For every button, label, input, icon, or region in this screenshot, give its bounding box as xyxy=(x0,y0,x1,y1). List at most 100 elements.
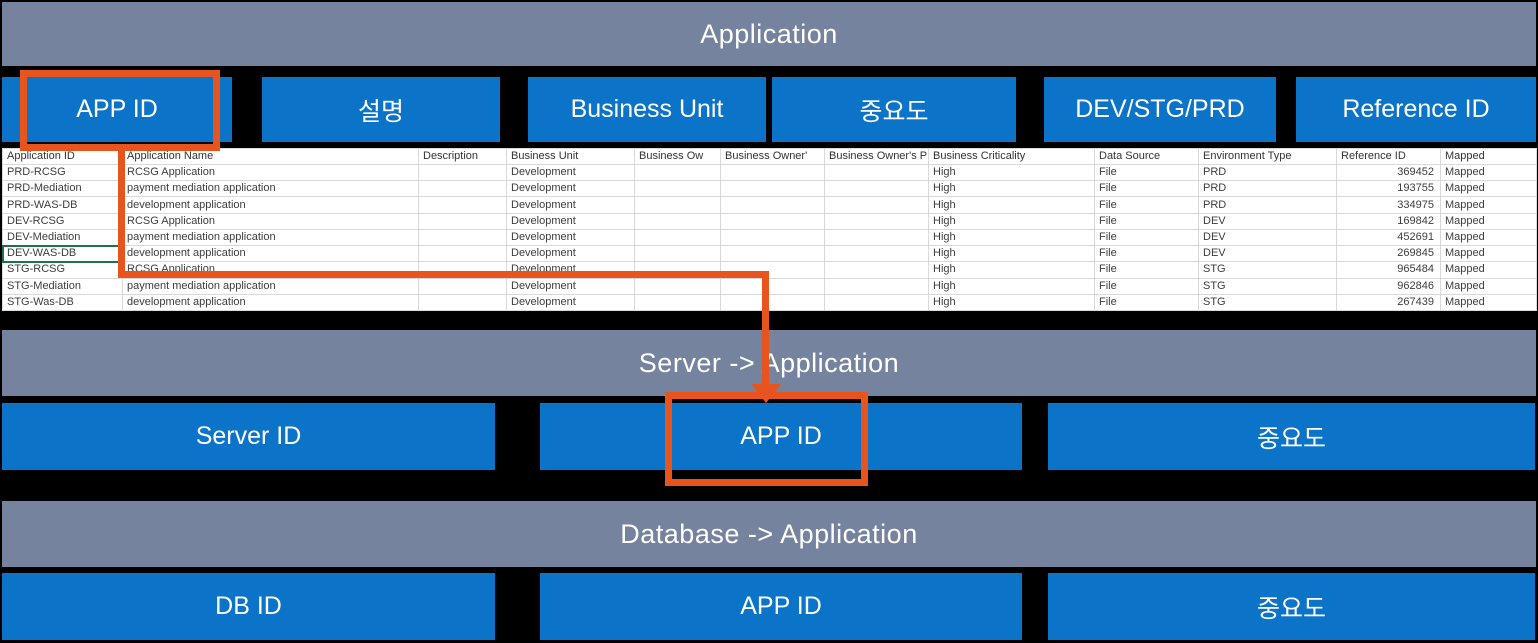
column-header: Environment Type xyxy=(1198,148,1337,165)
table-cell: PRD-Mediation xyxy=(2,180,123,198)
column-header: Business Unit xyxy=(506,148,635,165)
table-cell: STG xyxy=(1198,261,1337,279)
column-header: Data Source xyxy=(1094,148,1199,165)
table-cell xyxy=(824,277,929,295)
field-box-reference-id: Reference ID xyxy=(1296,77,1536,142)
table-cell: STG-RCSG xyxy=(2,261,123,279)
field-label: Business Unit xyxy=(570,95,724,123)
table-cell xyxy=(418,228,507,247)
field-box-server-app-id: APP ID xyxy=(540,403,1022,470)
section-bar-application: Application xyxy=(2,2,1536,66)
table-cell: payment mediation application xyxy=(122,180,419,198)
field-label: DEV/STG/PRD xyxy=(1075,95,1245,123)
field-box-server-criticality: 중요도 xyxy=(1048,403,1535,470)
table-cell: Development xyxy=(506,277,635,295)
table-cell: Development xyxy=(506,245,635,263)
table-cell: File xyxy=(1094,163,1199,182)
table-cell: development application xyxy=(122,196,419,214)
column-header: Application ID xyxy=(2,148,123,165)
table-cell: Mapped xyxy=(1440,180,1537,198)
table-cell: STG xyxy=(1198,277,1337,295)
column-header: Description xyxy=(418,148,507,165)
column-header: Business Owner' xyxy=(720,148,825,165)
table-cell xyxy=(824,245,929,263)
table-cell xyxy=(418,245,507,263)
connector-line-vertical-left xyxy=(118,151,125,278)
field-label: Reference ID xyxy=(1342,95,1490,123)
section-title-application: Application xyxy=(700,18,838,49)
table-cell: DEV xyxy=(1198,245,1337,263)
table-cell xyxy=(418,163,507,182)
table-cell xyxy=(418,293,507,312)
table-cell: Development xyxy=(506,180,635,198)
table-cell xyxy=(824,261,929,279)
field-label: APP ID xyxy=(740,422,822,450)
table-cell: PRD xyxy=(1198,163,1337,182)
table-cell xyxy=(824,228,929,247)
table-cell xyxy=(720,196,825,214)
table-cell: Mapped xyxy=(1440,212,1537,230)
column-header: Mapped xyxy=(1440,148,1537,165)
table-cell xyxy=(824,293,929,312)
field-label: 중요도 xyxy=(1256,594,1326,623)
table-cell: PRD-WAS-DB xyxy=(2,196,123,214)
table-cell: RCSG Application xyxy=(122,163,419,182)
table-cell: STG xyxy=(1198,293,1337,312)
table-cell: File xyxy=(1094,228,1199,247)
table-cell: Mapped xyxy=(1440,277,1537,295)
table-cell: PRD xyxy=(1198,180,1337,198)
table-cell: High xyxy=(928,261,1095,279)
table-cell: PRD xyxy=(1198,196,1337,214)
table-cell: Mapped xyxy=(1440,261,1537,279)
table-cell: File xyxy=(1094,293,1199,312)
table-cell: High xyxy=(928,163,1095,182)
table-cell xyxy=(634,163,721,182)
table-cell: Development xyxy=(506,212,635,230)
table-cell: Development xyxy=(506,196,635,214)
field-box-business-unit: Business Unit xyxy=(528,77,766,142)
field-box-app-id: APP ID xyxy=(2,77,232,142)
table-cell xyxy=(634,293,721,312)
field-label: DB ID xyxy=(215,592,282,620)
table-cell xyxy=(418,212,507,230)
table-cell: 452691 xyxy=(1336,228,1441,247)
table-cell: STG-Mediation xyxy=(2,277,123,295)
table-cell: Mapped xyxy=(1440,245,1537,263)
table-cell: DEV xyxy=(1198,228,1337,247)
table-cell: File xyxy=(1094,212,1199,230)
table-cell: 369452 xyxy=(1336,163,1441,182)
table-cell xyxy=(720,228,825,247)
table-cell xyxy=(824,180,929,198)
table-cell: File xyxy=(1094,196,1199,214)
field-label: APP ID xyxy=(76,95,158,123)
table-cell: DEV-RCSG xyxy=(2,212,123,230)
table-cell: payment mediation application xyxy=(122,277,419,295)
column-header: Reference ID xyxy=(1336,148,1441,165)
table-cell xyxy=(418,196,507,214)
table-cell: DEV xyxy=(1198,212,1337,230)
table-cell: payment mediation application xyxy=(122,228,419,247)
table-cell xyxy=(720,180,825,198)
table-cell: Development xyxy=(506,228,635,247)
table-cell: 267439 xyxy=(1336,293,1441,312)
table-cell: 962846 xyxy=(1336,277,1441,295)
table-cell: File xyxy=(1094,245,1199,263)
table-cell: DEV-WAS-DB xyxy=(1,244,124,263)
column-header: Business Criticality xyxy=(928,148,1095,165)
table-cell: High xyxy=(928,196,1095,214)
column-header: Application Name xyxy=(122,148,419,165)
connector-line-horizontal xyxy=(118,271,769,278)
field-box-server-id: Server ID xyxy=(2,403,495,470)
section-title-database-application: Database -> Application xyxy=(620,518,918,549)
field-label: Server ID xyxy=(195,422,302,450)
table-cell: PRD-RCSG xyxy=(2,163,123,182)
